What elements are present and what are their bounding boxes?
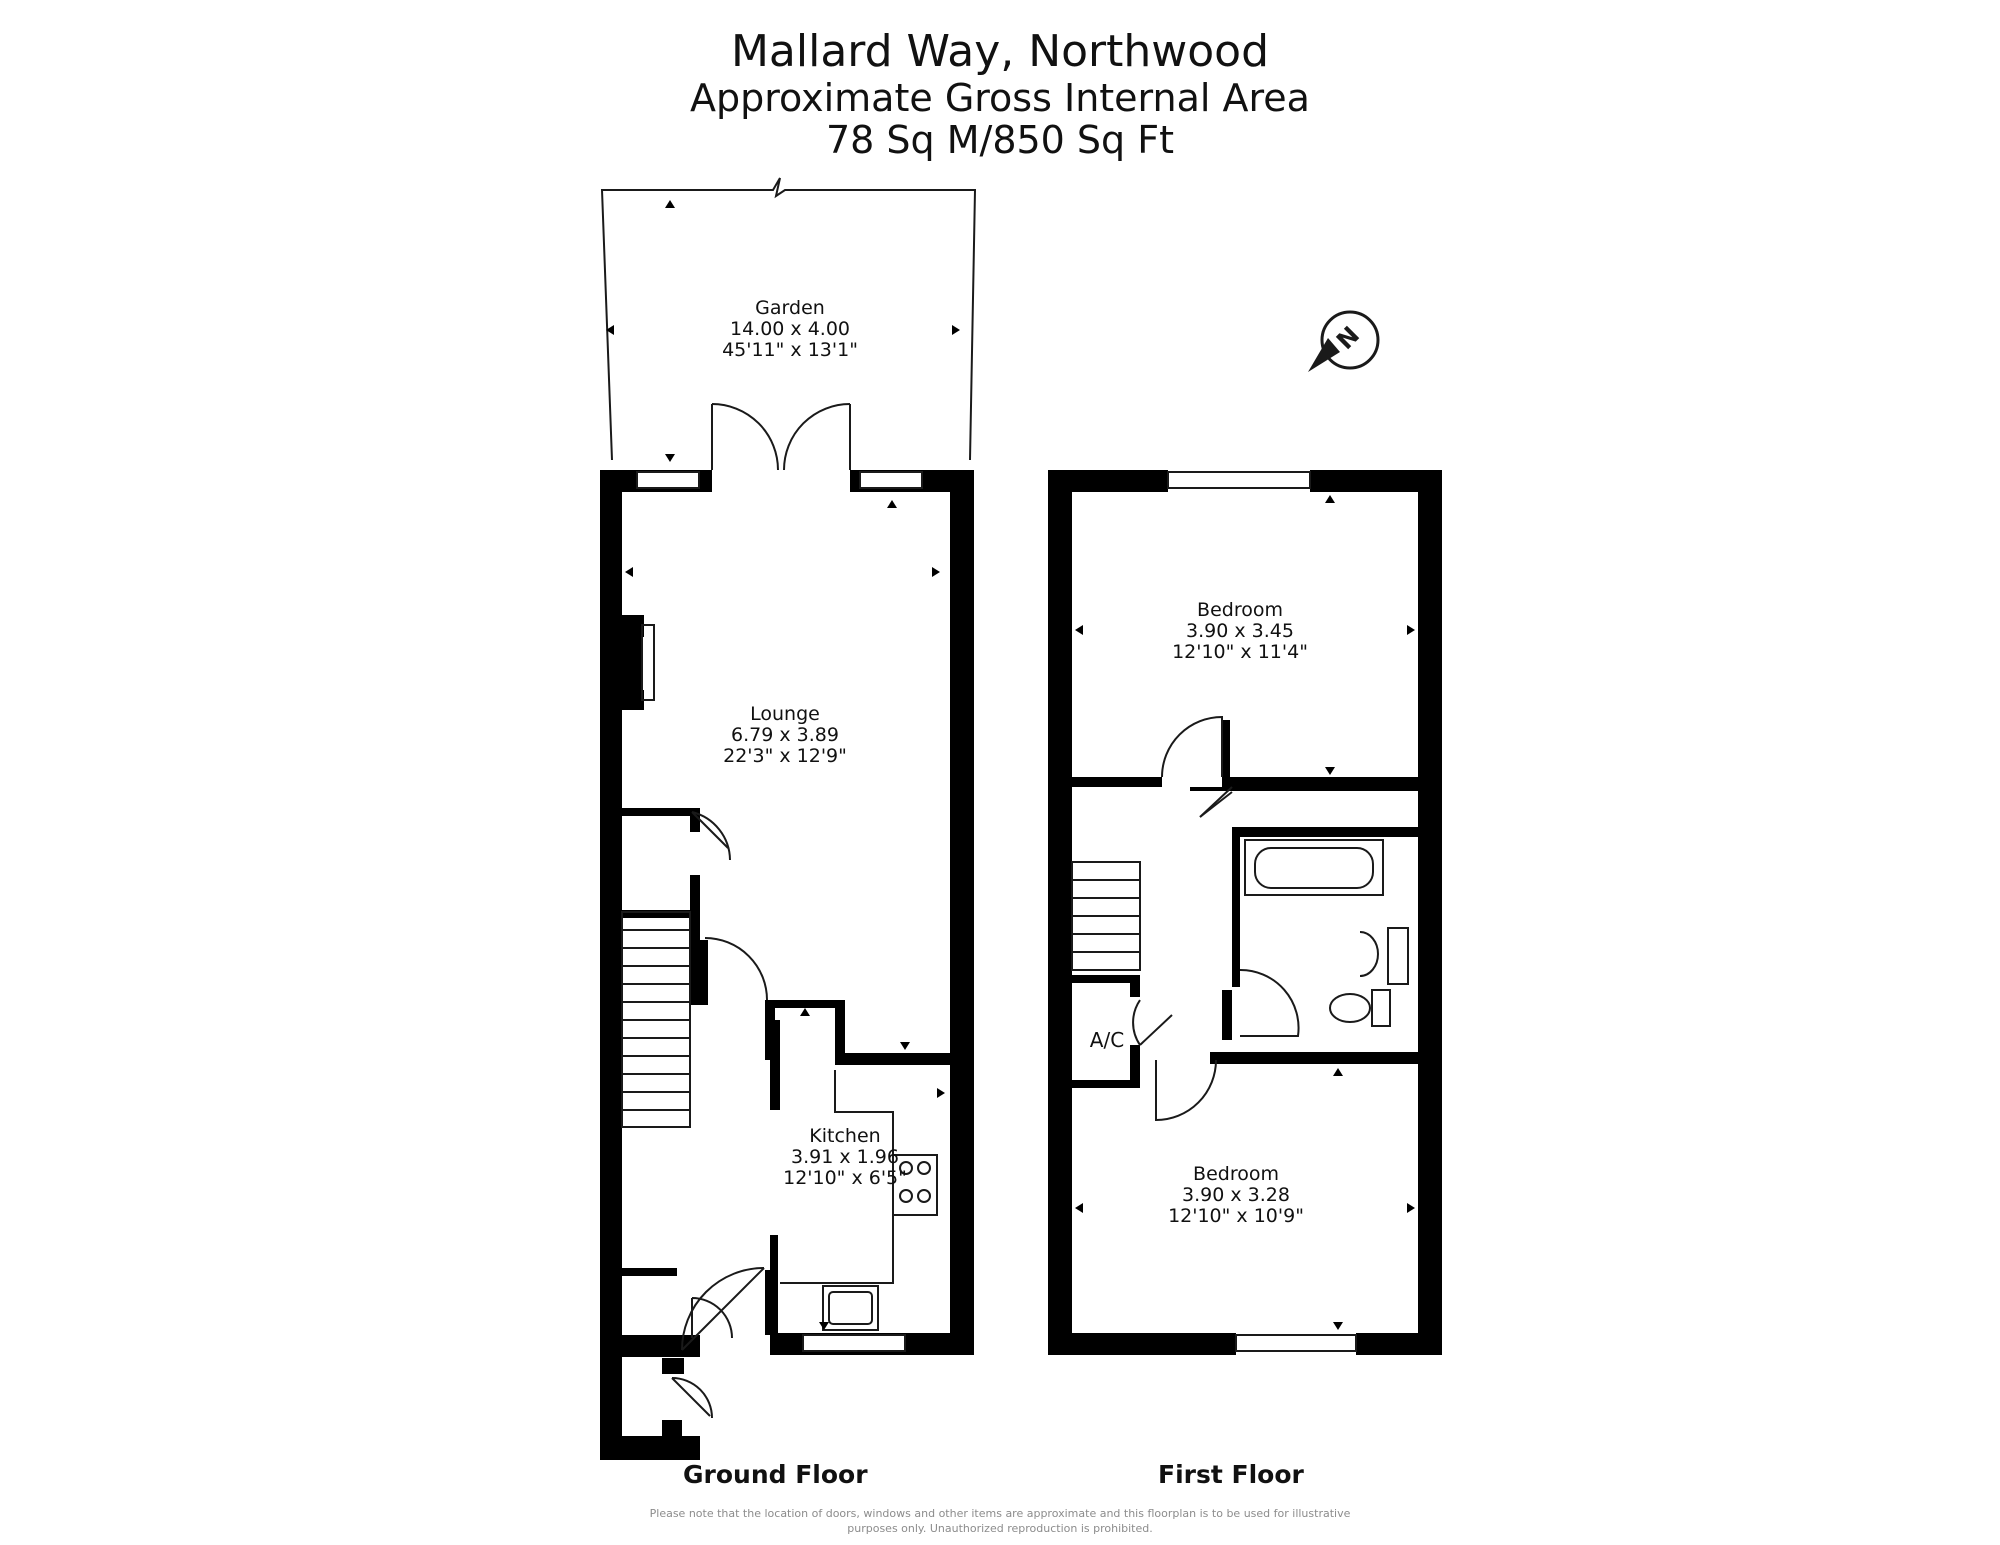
area-label: Approximate Gross Internal Area (690, 76, 1310, 120)
room-name: Garden (755, 297, 825, 319)
floor-label-first: First Floor (1158, 1460, 1304, 1489)
room-name: Kitchen (809, 1125, 881, 1147)
disclaimer: Please note that the location of doors, … (640, 1506, 1360, 1536)
ground-floor-dim-markers (606, 200, 960, 1330)
first-floor-dim-markers (1075, 495, 1415, 1330)
ground-floor-walls (600, 470, 974, 1460)
compass-icon (1308, 310, 1380, 372)
garden-boundary (600, 177, 977, 461)
room-label-ac: A/C (1089, 1028, 1125, 1052)
room-imperial: 12'10" x 6'5" (783, 1167, 907, 1189)
room-imperial: 12'10" x 10'9" (1168, 1205, 1304, 1227)
room-metric: 3.91 x 1.96 (791, 1146, 899, 1168)
room-label-bedroom-1: Bedroom 3.90 x 3.45 12'10" x 11'4" (1150, 600, 1330, 663)
room-label-bedroom-2: Bedroom 3.90 x 3.28 12'10" x 10'9" (1146, 1164, 1326, 1227)
floor-label-ground: Ground Floor (683, 1460, 868, 1489)
ground-floor-windows (636, 471, 923, 1352)
first-floor-walls (1048, 470, 1442, 1355)
disclaimer-line-1: Please note that the location of doors, … (649, 1507, 1351, 1520)
room-label-lounge: Lounge 6.79 x 3.89 22'3" x 12'9" (695, 704, 875, 767)
room-name: Lounge (750, 703, 820, 725)
first-floor-windows (1167, 471, 1357, 1352)
room-label-garden: Garden 14.00 x 4.00 45'11" x 13'1" (700, 298, 880, 361)
area-value: 78 Sq M/850 Sq Ft (825, 118, 1175, 162)
room-metric: 3.90 x 3.28 (1182, 1184, 1290, 1206)
address-title: Mallard Way, Northwood (730, 26, 1270, 77)
room-imperial: 45'11" x 13'1" (722, 339, 858, 361)
room-metric: 3.90 x 3.45 (1186, 620, 1294, 642)
room-label-kitchen: Kitchen 3.91 x 1.96 12'10" x 6'5" (760, 1126, 930, 1189)
room-metric: 6.79 x 3.89 (731, 724, 839, 746)
room-imperial: 22'3" x 12'9" (723, 745, 847, 767)
room-name: Bedroom (1193, 1163, 1279, 1185)
first-floor-lines (1071, 715, 1409, 1122)
ground-floor-lines (621, 403, 938, 1419)
room-name: Bedroom (1197, 599, 1283, 621)
room-metric: 14.00 x 4.00 (729, 318, 851, 340)
disclaimer-line-2: purposes only. Unauthorized reproduction… (847, 1522, 1153, 1535)
room-imperial: 12'10" x 11'4" (1172, 641, 1308, 663)
